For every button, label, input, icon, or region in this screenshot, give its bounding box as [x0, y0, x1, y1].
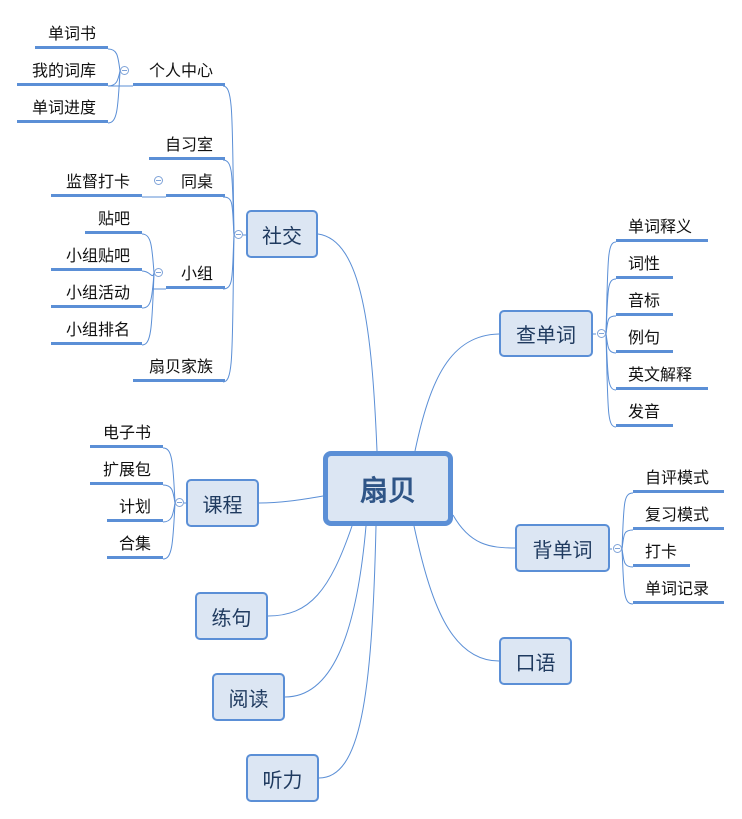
- leaf-group-activity[interactable]: 小组活动: [51, 282, 142, 308]
- leaf-checkin[interactable]: 打卡: [633, 541, 690, 567]
- topic-speaking[interactable]: 口语: [499, 637, 572, 685]
- leaf-group-ranking[interactable]: 小组排名: [51, 319, 142, 345]
- leaf-word-progress[interactable]: 单词进度: [17, 97, 108, 123]
- central-topic[interactable]: 扇贝: [323, 451, 453, 526]
- collapse-toggle-deskmate[interactable]: [154, 176, 163, 185]
- leaf-part-of-speech[interactable]: 词性: [616, 253, 673, 279]
- collapse-toggle-personal[interactable]: [120, 66, 129, 75]
- collapse-toggle-memorize[interactable]: [613, 544, 622, 553]
- leaf-collection[interactable]: 合集: [107, 533, 163, 559]
- leaf-example[interactable]: 例句: [616, 327, 673, 353]
- leaf-wordbook[interactable]: 单词书: [35, 23, 108, 49]
- subtopic-family[interactable]: 扇贝家族: [133, 356, 225, 382]
- topic-course[interactable]: 课程: [186, 479, 259, 527]
- leaf-word-record[interactable]: 单词记录: [633, 578, 724, 604]
- leaf-plan[interactable]: 计划: [107, 496, 163, 522]
- leaf-my-vocab[interactable]: 我的词库: [17, 60, 108, 86]
- leaf-supervise-checkin[interactable]: 监督打卡: [51, 171, 142, 197]
- collapse-toggle-course[interactable]: [175, 498, 184, 507]
- leaf-forum[interactable]: 贴吧: [85, 208, 142, 234]
- leaf-self-eval-mode[interactable]: 自评模式: [633, 467, 724, 493]
- topic-lookup[interactable]: 查单词: [499, 310, 593, 357]
- topic-memorize[interactable]: 背单词: [515, 524, 610, 572]
- leaf-expansion[interactable]: 扩展包: [90, 459, 163, 485]
- topic-sentence[interactable]: 练句: [195, 592, 268, 640]
- subtopic-personal-center[interactable]: 个人中心: [133, 60, 225, 86]
- leaf-review-mode[interactable]: 复习模式: [633, 504, 724, 530]
- leaf-pronunciation[interactable]: 发音: [616, 401, 673, 427]
- leaf-english-explanation[interactable]: 英文解释: [616, 364, 708, 390]
- subtopic-study-room[interactable]: 自习室: [149, 134, 225, 160]
- leaf-group-forum[interactable]: 小组贴吧: [51, 245, 142, 271]
- leaf-definition[interactable]: 单词释义: [616, 216, 708, 242]
- collapse-toggle-social[interactable]: [234, 230, 243, 239]
- topic-reading[interactable]: 阅读: [212, 673, 285, 721]
- collapse-toggle-lookup[interactable]: [597, 329, 606, 338]
- subtopic-group[interactable]: 小组: [166, 263, 225, 289]
- topic-social[interactable]: 社交: [246, 210, 318, 258]
- collapse-toggle-group[interactable]: [154, 268, 163, 277]
- leaf-phonetic[interactable]: 音标: [616, 290, 673, 316]
- topic-listening[interactable]: 听力: [246, 754, 319, 802]
- leaf-ebook[interactable]: 电子书: [90, 422, 163, 448]
- subtopic-deskmate[interactable]: 同桌: [166, 171, 225, 197]
